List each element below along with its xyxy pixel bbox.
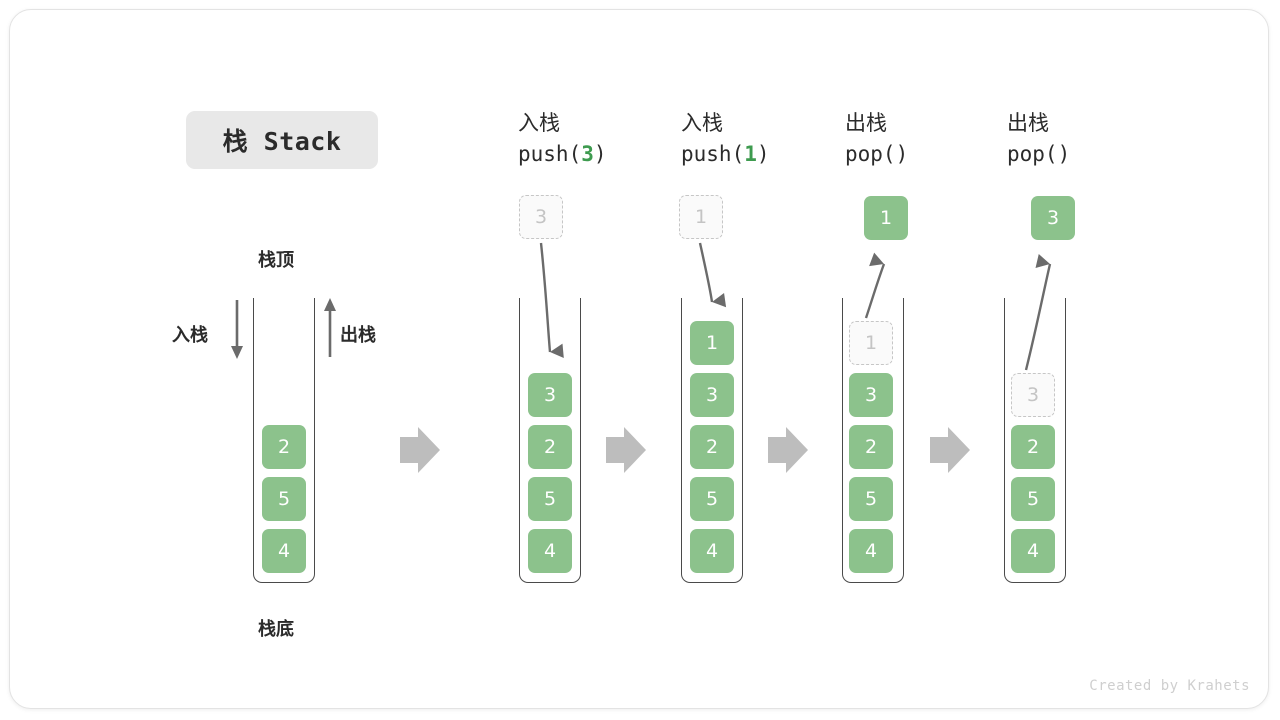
column-header-code: pop() xyxy=(1007,138,1167,170)
stack-element: 2 xyxy=(1011,425,1055,469)
stack-element: 5 xyxy=(1011,477,1055,521)
footer-credit: Created by Krahets xyxy=(1089,678,1250,694)
column-header-code: push(1) xyxy=(681,138,841,170)
stack-element: 2 xyxy=(690,425,734,469)
stack-element: 2 xyxy=(528,425,572,469)
stack-element: 4 xyxy=(690,529,734,573)
incoming-element-ghost: 3 xyxy=(519,195,563,239)
column-header-push-1: 入栈 push(1) xyxy=(681,108,841,170)
code-suffix: ) xyxy=(756,142,770,166)
incoming-element-ghost: 1 xyxy=(679,195,723,239)
stack-container-pop-3 xyxy=(1004,298,1066,583)
stack-container-push-3 xyxy=(519,298,581,583)
popped-element: 1 xyxy=(864,196,908,240)
stack-element: 3 xyxy=(849,373,893,417)
code-suffix: ) xyxy=(1057,142,1071,166)
stack-element: 5 xyxy=(528,477,572,521)
code-suffix: ) xyxy=(593,142,607,166)
column-header-pop-3: 出栈 pop() xyxy=(1007,108,1167,170)
title-badge-label: 栈 Stack xyxy=(222,127,342,156)
removed-element-ghost: 1 xyxy=(849,321,893,365)
stack-element: 4 xyxy=(528,529,572,573)
code-prefix: push( xyxy=(518,142,582,166)
stack-top-label: 栈顶 xyxy=(258,250,294,271)
stack-element: 4 xyxy=(1011,529,1055,573)
pop-direction-label: 出栈 xyxy=(340,325,376,346)
column-header-push-3: 入栈 push(3) xyxy=(518,108,678,170)
code-suffix: ) xyxy=(895,142,909,166)
stack-container-initial xyxy=(253,298,315,583)
stack-element: 3 xyxy=(528,373,572,417)
stack-element: 5 xyxy=(849,477,893,521)
column-header-cn: 出栈 xyxy=(1007,111,1049,135)
stack-element: 4 xyxy=(849,529,893,573)
title-badge: 栈 Stack xyxy=(186,111,378,169)
stack-element: 5 xyxy=(690,477,734,521)
column-header-cn: 入栈 xyxy=(518,111,560,135)
column-header-cn: 出栈 xyxy=(845,111,887,135)
stack-container-pop-1 xyxy=(842,298,904,583)
column-header-code: push(3) xyxy=(518,138,678,170)
removed-element-ghost: 3 xyxy=(1011,373,1055,417)
column-header-pop-1: 出栈 pop() xyxy=(845,108,1005,170)
stack-element: 4 xyxy=(262,529,306,573)
stack-bottom-label: 栈底 xyxy=(258,619,294,640)
stack-element: 1 xyxy=(690,321,734,365)
stack-container-push-1 xyxy=(681,298,743,583)
push-direction-label: 入栈 xyxy=(172,325,208,346)
code-prefix: pop( xyxy=(1007,142,1058,166)
stack-element: 2 xyxy=(849,425,893,469)
code-number: 1 xyxy=(744,142,757,166)
code-prefix: push( xyxy=(681,142,745,166)
code-number: 3 xyxy=(581,142,594,166)
code-prefix: pop( xyxy=(845,142,896,166)
stack-element: 2 xyxy=(262,425,306,469)
stack-element: 5 xyxy=(262,477,306,521)
column-header-cn: 入栈 xyxy=(681,111,723,135)
popped-element: 3 xyxy=(1031,196,1075,240)
column-header-code: pop() xyxy=(845,138,1005,170)
stack-element: 3 xyxy=(690,373,734,417)
